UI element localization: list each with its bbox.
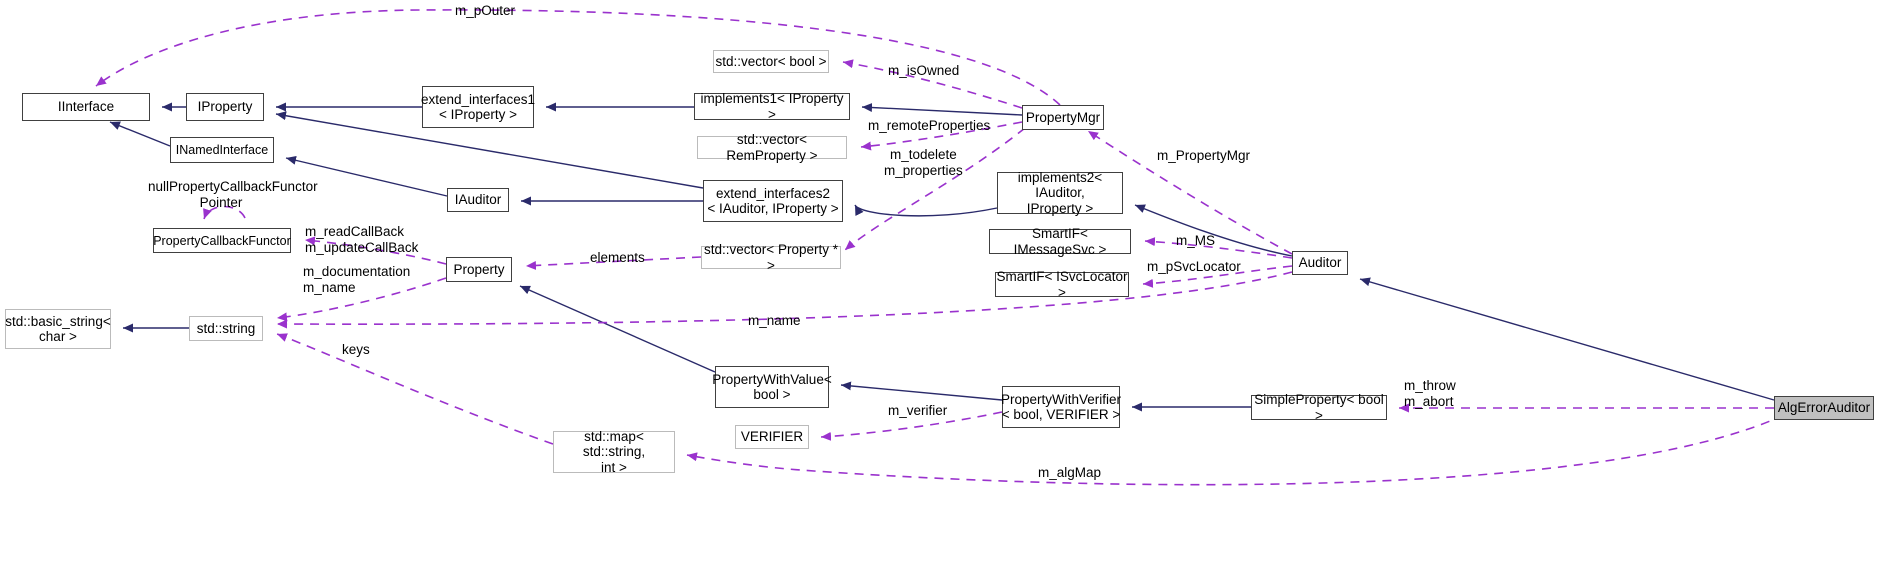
node-propertywithvalue-bool[interactable]: PropertyWithValue< bool >: [712, 366, 832, 408]
node-vector-property-ptr[interactable]: std::vector< Property * >: [701, 242, 841, 273]
node-simpleproperty-bool[interactable]: SimpleProperty< bool >: [1251, 392, 1387, 423]
node-propertywithverifier[interactable]: PropertyWithVerifier < bool, VERIFIER >: [1001, 386, 1121, 428]
edge-label-nullpropertycallbackfunctorpointer: nullPropertyCallbackFunctor Pointer: [148, 179, 318, 210]
node-vector-bool[interactable]: std::vector< bool >: [713, 50, 829, 73]
node-iinterface[interactable]: IInterface: [22, 93, 150, 121]
node-std-map[interactable]: std::map< std::string, int >: [553, 429, 675, 475]
node-vector-remproperty[interactable]: std::vector< RemProperty >: [697, 132, 847, 163]
node-extend-interfaces2[interactable]: extend_interfaces2 < IAuditor, IProperty…: [703, 180, 843, 222]
node-algerrorauditor[interactable]: AlgErrorAuditor: [1774, 396, 1874, 420]
edge-label-m-pouter: m_pOuter: [455, 3, 516, 18]
node-implements1[interactable]: implements1< IProperty >: [694, 91, 850, 122]
edge-label-m-documentation-m-name: m_documentation m_name: [303, 264, 411, 295]
node-auditor[interactable]: Auditor: [1292, 251, 1348, 275]
edge-label-m-readcallback-m-updatecallback: m_readCallBack m_updateCallBack: [305, 224, 419, 255]
edge-label-m-throw-m-abort: m_throw m_abort: [1404, 378, 1456, 409]
node-std-string[interactable]: std::string: [189, 316, 263, 341]
edge-label-m-remoteproperties: m_remoteProperties: [868, 118, 991, 133]
node-implements2[interactable]: implements2< IAuditor, IProperty >: [997, 170, 1123, 216]
node-property[interactable]: Property: [446, 257, 512, 282]
node-extend-interfaces1[interactable]: extend_interfaces1 < IProperty >: [421, 86, 535, 128]
edge-label-keys: keys: [342, 342, 370, 357]
node-smartif-imessagesvc[interactable]: SmartIF< IMessageSvc >: [989, 226, 1131, 257]
node-propertymgr[interactable]: PropertyMgr: [1022, 105, 1104, 130]
node-verifier[interactable]: VERIFIER: [735, 425, 809, 449]
edge-label-m-name: m_name: [748, 313, 801, 328]
edge-label-m-ms: m_MS: [1176, 233, 1216, 248]
node-smartif-isvclocator[interactable]: SmartIF< ISvcLocator >: [995, 269, 1129, 300]
edge-label-elements: elements: [590, 250, 645, 265]
edge-label-m-todelete-m-properties: m_todelete m_properties: [884, 147, 963, 178]
node-iproperty[interactable]: IProperty: [186, 93, 264, 121]
edge-label-m-isowned: m_isOwned: [888, 63, 960, 78]
edge-label-m-verifier: m_verifier: [888, 403, 948, 418]
edge-label-m-psvclocator: m_pSvcLocator: [1147, 259, 1241, 274]
edge-label-m-propertymgr: m_PropertyMgr: [1157, 148, 1251, 163]
node-propertycallbackfunctor[interactable]: PropertyCallbackFunctor: [153, 228, 291, 253]
edge-label-m-algmap: m_algMap: [1038, 465, 1102, 480]
node-basic-string[interactable]: std::basic_string< char >: [5, 309, 111, 349]
node-inamedinterface[interactable]: INamedInterface: [170, 137, 274, 163]
node-iauditor[interactable]: IAuditor: [447, 188, 509, 212]
